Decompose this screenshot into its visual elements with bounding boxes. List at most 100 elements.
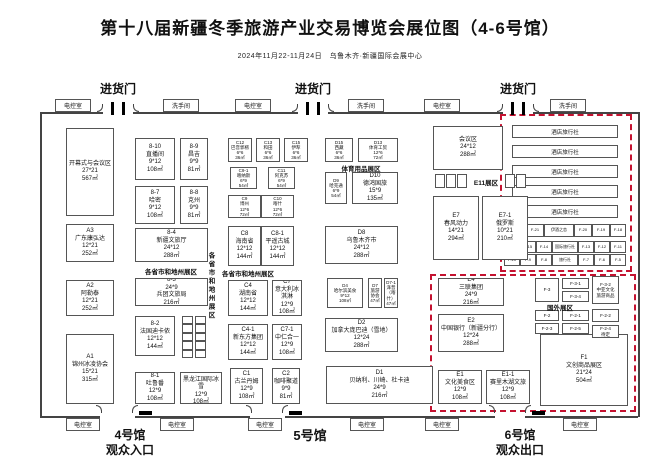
hotel-travel-agency-bar: 酒店旅行社 bbox=[512, 185, 618, 198]
door-leaf bbox=[511, 102, 514, 115]
booth-F-3: F-3 bbox=[535, 278, 559, 302]
booth-F-2-2: F-2-2 bbox=[592, 309, 619, 322]
wall-segment bbox=[40, 112, 42, 417]
wall-segment bbox=[328, 112, 503, 114]
door-hook bbox=[96, 405, 102, 413]
door-hook bbox=[525, 405, 531, 413]
booth-F-2-5: F-2-5 bbox=[562, 323, 589, 334]
wall-room: 电控室 bbox=[235, 99, 271, 112]
small-booth-cell bbox=[182, 349, 193, 358]
wall-room: 电控室 bbox=[248, 417, 282, 431]
booth-F-2: F-2 bbox=[535, 310, 559, 321]
door-hook bbox=[97, 104, 103, 112]
agency-booth: F-11 bbox=[610, 241, 626, 253]
wall-room: 电控室 bbox=[563, 417, 597, 431]
zone-label: 各省市和地州展区 bbox=[145, 269, 197, 276]
small-booth-cell bbox=[516, 174, 526, 188]
agency-booth: F-19 bbox=[592, 224, 610, 237]
wall-segment bbox=[40, 416, 100, 418]
small-booth-cell bbox=[195, 324, 206, 333]
page-title: 第十八届新疆冬季旅游产业交易博览会展位图（4-6号馆） bbox=[100, 19, 560, 38]
wall-room: 洗手间 bbox=[550, 99, 586, 112]
agency-booth: F-14 bbox=[536, 241, 552, 253]
agency-booth: F-12 bbox=[594, 241, 610, 253]
wall-segment bbox=[533, 112, 638, 114]
booth-F-2-3: F-2-3 bbox=[535, 323, 559, 334]
door-hook bbox=[489, 405, 495, 413]
wall-segment bbox=[40, 112, 103, 114]
agency-booth: F-13 bbox=[578, 241, 594, 253]
wall-room: 电控室 bbox=[350, 417, 384, 431]
small-booth-cell bbox=[195, 341, 206, 350]
small-booth-cell bbox=[195, 349, 206, 358]
small-booth-cell bbox=[182, 332, 193, 342]
door-leaf bbox=[122, 102, 125, 115]
wall-room: 洗手间 bbox=[348, 99, 384, 112]
small-booth-cell bbox=[195, 316, 206, 325]
door-hook bbox=[282, 405, 288, 413]
wall-room: 洗手间 bbox=[163, 99, 199, 112]
red-dashed-zone-1 bbox=[500, 114, 632, 272]
door-hook bbox=[246, 405, 252, 413]
agency-booth: F-6 bbox=[594, 254, 610, 266]
zone-label: 体育用品展区 bbox=[341, 166, 381, 173]
zone-label: 各省市和地州展区 bbox=[207, 252, 214, 320]
wall-segment bbox=[285, 416, 495, 418]
delivery-door-label: 进货门 bbox=[99, 82, 137, 96]
wall-room: 电控室 bbox=[55, 99, 91, 112]
booth-F-3-1: F-3-1 bbox=[562, 278, 589, 289]
wall-room: 电控室 bbox=[66, 417, 100, 431]
door-hook bbox=[133, 104, 139, 112]
delivery-door-label: 进货门 bbox=[499, 82, 537, 96]
agency-booth: 旅行社 bbox=[552, 254, 578, 266]
small-booth-cell bbox=[457, 174, 467, 188]
booth-F-3-4: F-3-4 bbox=[562, 291, 589, 302]
small-booth-cell bbox=[435, 174, 445, 188]
door-leaf bbox=[522, 102, 525, 115]
agency-booth: F-8 bbox=[536, 254, 552, 266]
hotel-travel-agency-bar: 酒店旅行社 bbox=[512, 145, 618, 158]
door-leaf bbox=[289, 411, 302, 415]
wall-segment bbox=[135, 416, 250, 418]
zone-label: 国外展区 bbox=[547, 305, 573, 312]
agency-booth: F-21 bbox=[526, 224, 544, 237]
agency-booth: F-5 bbox=[610, 254, 626, 266]
door-hook bbox=[533, 104, 539, 112]
door-leaf bbox=[306, 102, 309, 115]
hotel-travel-agency-bar: 酒店旅行社 bbox=[512, 165, 618, 178]
booth-F-2-1: F-2-1 bbox=[562, 310, 589, 321]
small-booth-cell bbox=[195, 332, 206, 342]
hall-label: 6号馆观众出口 bbox=[495, 428, 545, 457]
small-booth-cell bbox=[505, 174, 515, 188]
